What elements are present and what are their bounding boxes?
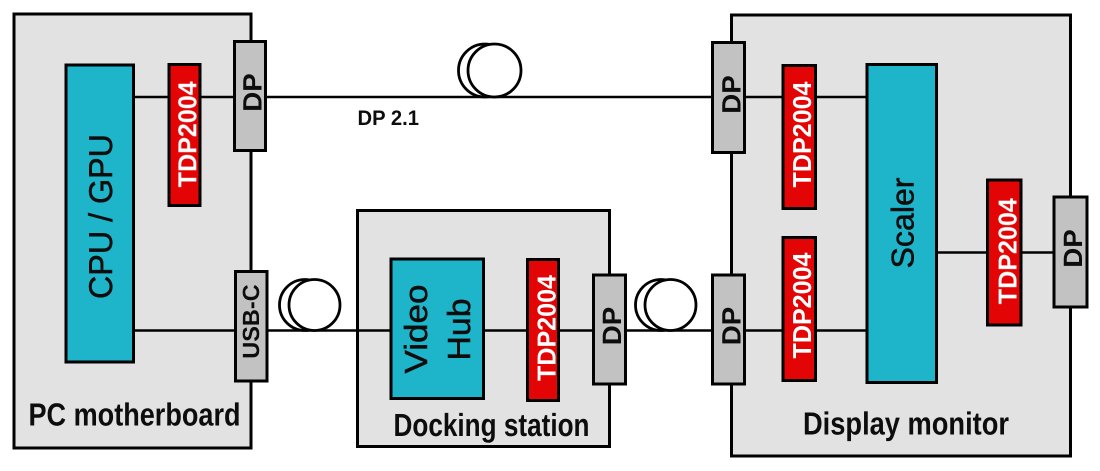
svg-text:DP: DP <box>717 307 747 346</box>
svg-text:TDP2004: TDP2004 <box>993 198 1023 305</box>
svg-text:Hub: Hub <box>441 299 477 361</box>
svg-text:DP 2.1: DP 2.1 <box>358 107 420 130</box>
svg-text:TDP2004: TDP2004 <box>172 81 202 188</box>
svg-text:TDP2004: TDP2004 <box>787 81 817 188</box>
svg-text:Docking station: Docking station <box>394 407 590 443</box>
svg-text:DP: DP <box>238 73 268 112</box>
svg-text:Video: Video <box>398 285 434 374</box>
svg-text:Scaler: Scaler <box>884 178 920 269</box>
svg-text:PC motherboard: PC motherboard <box>29 397 241 433</box>
svg-text:DP: DP <box>1058 229 1088 268</box>
svg-text:TDP2004: TDP2004 <box>532 274 562 381</box>
svg-text:DP: DP <box>597 307 627 346</box>
svg-text:CPU / GPU: CPU / GPU <box>82 134 119 299</box>
svg-text:USB-C: USB-C <box>238 284 264 359</box>
svg-text:Display monitor: Display monitor <box>803 406 1009 442</box>
svg-text:TDP2004: TDP2004 <box>787 252 817 359</box>
svg-text:DP: DP <box>717 75 747 114</box>
